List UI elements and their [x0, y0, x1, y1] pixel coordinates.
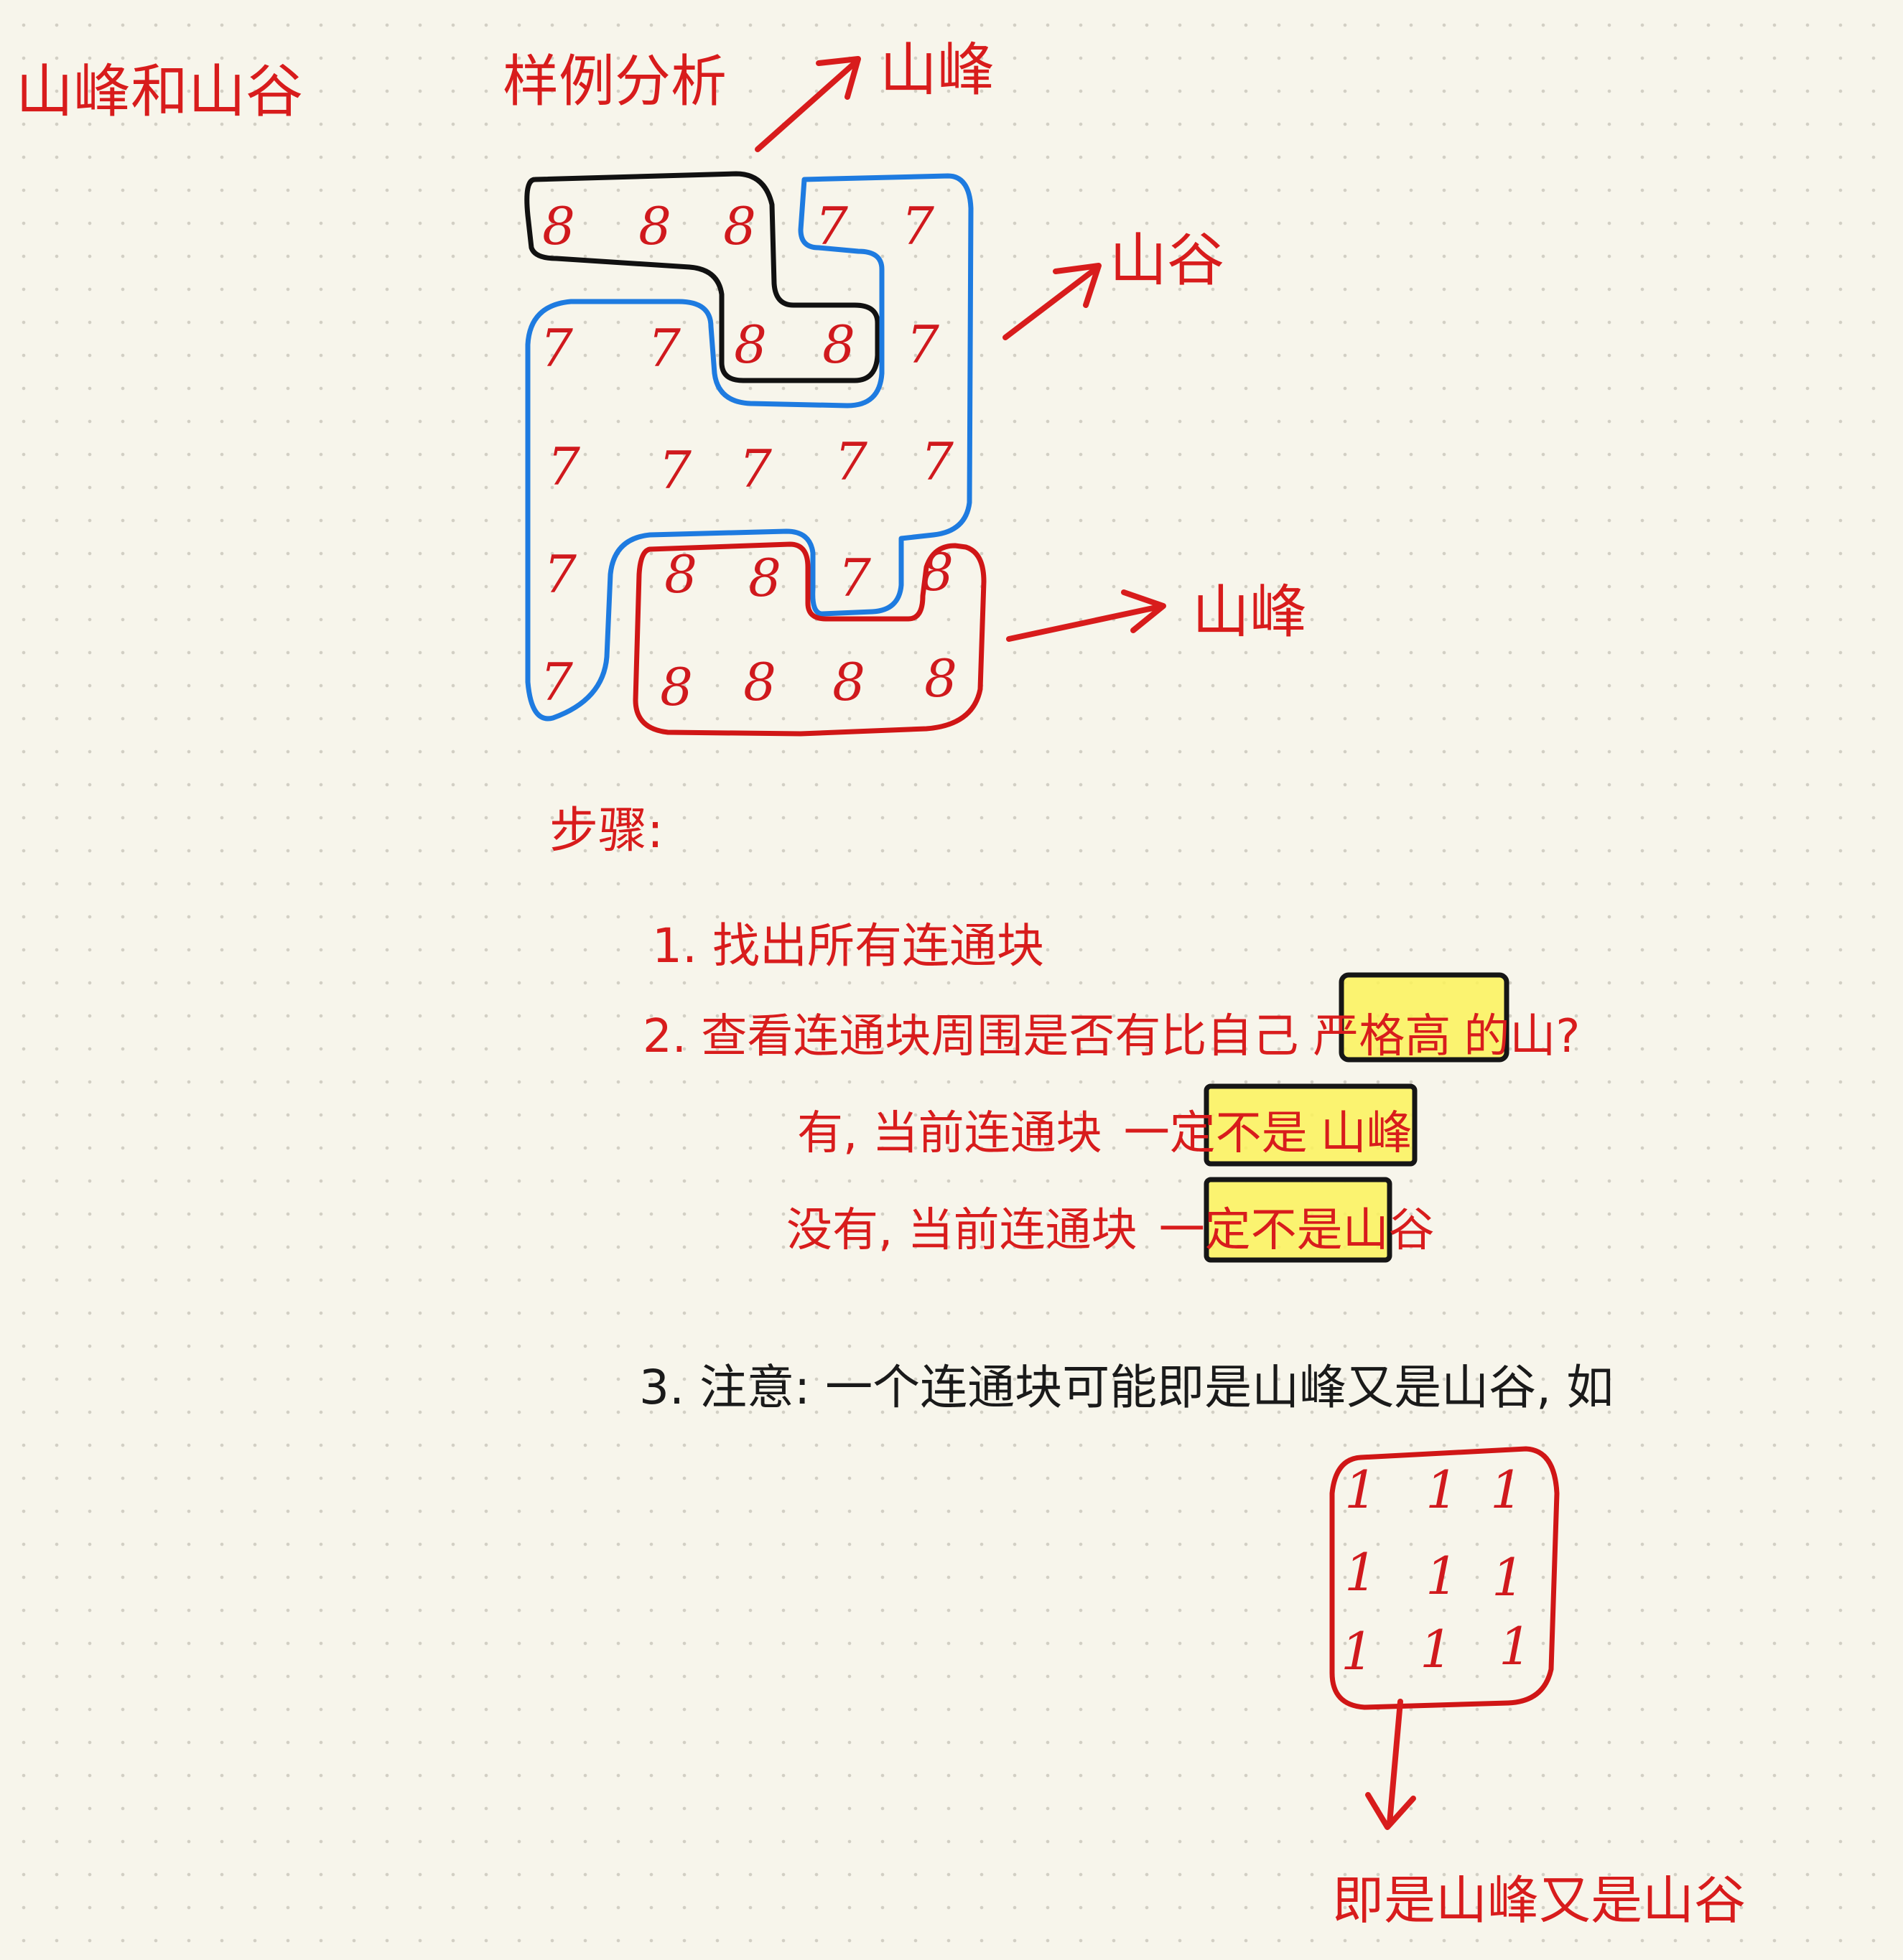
step-2-end: 的山? [1464, 1010, 1580, 1063]
grid-cell-r3c1: 8 [664, 544, 697, 605]
highlight-box-step2 [1339, 972, 1509, 1063]
sample-grid: 8 8 8 7 7 7 7 8 8 7 7 7 7 7 7 7 8 8 7 8 … [540, 196, 957, 717]
arrow-down-example [1365, 1699, 1416, 1830]
step-2b-highlight: 一定不是 [1159, 1204, 1343, 1257]
grid-cell-r2c1: 7 [659, 440, 692, 500]
grid-cell-r4c3: 8 [832, 652, 865, 712]
grid-cell-r1c4: 7 [906, 314, 939, 375]
example-cell: 1 [1344, 1460, 1377, 1520]
step-2a: 有, 当前连通块一定不是山峰 [797, 1107, 1413, 1160]
grid-cell-r1c0: 7 [540, 318, 573, 378]
valley-outline-blue [525, 173, 974, 722]
step-1: 1. 找出所有连通块 [652, 918, 1044, 974]
arrow-valley [1002, 263, 1102, 340]
step-2b-end: 山谷 [1343, 1204, 1435, 1257]
grid-cell-r2c4: 7 [921, 431, 954, 492]
label-peak-top: 山峰 [880, 37, 995, 103]
grid-cell-r2c3: 7 [834, 431, 867, 492]
page-title: 山峰和山谷 [16, 58, 303, 125]
example-grid: 1 1 1 1 1 1 1 1 1 [1341, 1460, 1532, 1681]
step-2a-end: 山峰 [1321, 1107, 1413, 1160]
example-cell: 1 [1425, 1546, 1458, 1606]
grid-cell-r1c2: 8 [734, 314, 767, 375]
example-cell: 1 [1492, 1547, 1525, 1607]
grid-cell-r3c2: 8 [748, 548, 781, 608]
peak-outline-red [633, 541, 987, 737]
steps-heading: 步骤: [549, 803, 664, 859]
label-peak-bottom: 山峰 [1192, 579, 1307, 645]
grid-cell-r0c0: 8 [542, 196, 575, 256]
example-cell: 1 [1420, 1619, 1453, 1679]
peak-outline-black [524, 171, 880, 383]
step-2b: 没有, 当前连通块一定不是山谷 [786, 1204, 1435, 1257]
example-cell: 1 [1499, 1616, 1532, 1676]
arrow-peak-top [755, 56, 861, 152]
example-outline [1329, 1446, 1560, 1710]
grid-cell-r0c1: 8 [638, 196, 671, 256]
grid-cell-r0c3: 7 [815, 196, 848, 256]
step-2b-text: 没有, 当前连通块 [786, 1204, 1137, 1257]
grid-cell-r4c2: 8 [743, 652, 776, 712]
example-cell: 1 [1425, 1460, 1458, 1520]
grid-cell-r1c3: 8 [822, 314, 855, 375]
example-cell: 1 [1344, 1542, 1377, 1602]
label-valley: 山谷 [1109, 227, 1224, 294]
grid-cell-r2c2: 7 [739, 439, 772, 499]
example-cell: 1 [1490, 1460, 1523, 1520]
grid-cell-r1c1: 7 [648, 318, 681, 378]
grid-cell-r4c1: 8 [660, 657, 693, 717]
grid-cell-r0c4: 7 [901, 196, 934, 256]
grid-cell-r2c0: 7 [547, 437, 580, 497]
highlight-box-step2b [1204, 1177, 1392, 1263]
highlight-box-step2a [1204, 1083, 1418, 1167]
step-2-text: 2. 查看连通块周围是否有比自己 [643, 1010, 1298, 1063]
grid-cell-r3c0: 7 [544, 544, 577, 605]
arrow-peak-bottom [1006, 589, 1166, 642]
step-2-highlight: 严格高 [1313, 1010, 1451, 1063]
grid-cell-r4c0: 7 [540, 652, 573, 712]
grid-cell-r4c4: 8 [924, 648, 957, 709]
example-label: 即是山峰又是山谷 [1332, 1870, 1746, 1931]
grid-cell-r3c3: 7 [838, 548, 871, 608]
example-cell: 1 [1341, 1621, 1374, 1681]
grid-cell-r0c2: 8 [723, 196, 756, 256]
step-2a-highlight: 一定不是 [1124, 1107, 1308, 1160]
grid-cell-r3c4: 8 [921, 542, 954, 602]
section-title: 样例分析 [503, 50, 727, 114]
step-2a-text: 有, 当前连通块 [797, 1107, 1102, 1160]
step-3: 3. 注意: 一个连通块可能即是山峰又是山谷, 如 [639, 1360, 1614, 1415]
step-2: 2. 查看连通块周围是否有比自己严格高的山? [643, 1010, 1580, 1063]
